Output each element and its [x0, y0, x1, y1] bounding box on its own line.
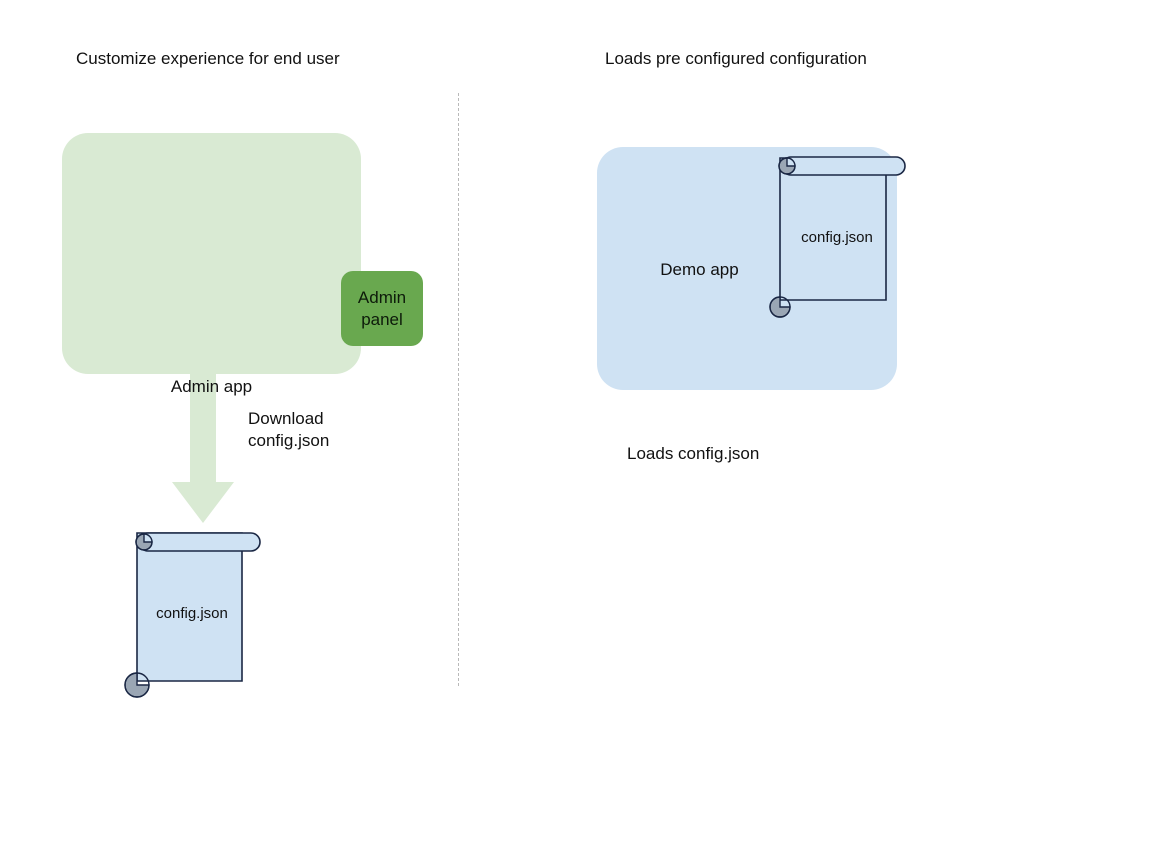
config-json-right-label: config.json: [801, 229, 873, 246]
column-divider: [458, 93, 459, 686]
demo-app-label: Demo app: [660, 260, 739, 279]
admin-panel-label-line1: Admin: [357, 287, 407, 307]
right-column-heading: Loads pre configured configuration: [605, 49, 867, 68]
admin-panel-label: Admin panel: [358, 287, 406, 331]
admin-panel-button[interactable]: Admin panel: [341, 271, 423, 346]
left-column-heading: Customize experience for end user: [76, 49, 340, 68]
admin-app-card[interactable]: Admin app Admin panel: [62, 133, 423, 396]
download-arrow: [172, 370, 234, 523]
download-arrow-label-line1: Download: [248, 409, 324, 428]
admin-panel-label-line2: panel: [361, 309, 403, 329]
download-arrow-label-line2: config.json: [248, 431, 330, 450]
config-json-document-right[interactable]: config.json: [765, 150, 915, 318]
config-json-document-left[interactable]: config.json: [118, 527, 268, 698]
admin-app-label: Admin app: [170, 377, 253, 396]
config-json-left-label: config.json: [156, 605, 228, 622]
loads-config-caption: Loads config.json: [627, 444, 760, 463]
